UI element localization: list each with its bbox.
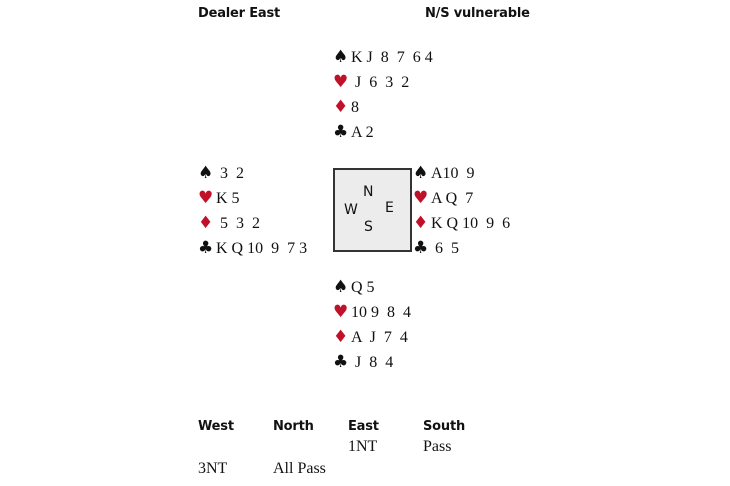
south-hearts-line: ♥10 9 8 4 xyxy=(333,300,411,325)
auction-bid: 1NT xyxy=(348,438,378,455)
north-diamonds-cards: 8 xyxy=(351,99,359,116)
south-diamonds-line: ♦A J 7 4 xyxy=(333,325,411,350)
east-spades-cards: A10 9 xyxy=(431,165,475,182)
compass-north: N xyxy=(363,184,374,200)
compass-west: W xyxy=(344,202,358,218)
west-diamonds-cards: 5 3 2 xyxy=(216,215,260,232)
east-diamonds-cards: K Q 10 9 6 xyxy=(431,215,511,232)
south-clubs-cards: J 8 4 xyxy=(351,354,394,371)
north-clubs-line: ♣A 2 xyxy=(333,120,433,145)
spades-icon: ♠ xyxy=(413,163,429,183)
hearts-icon: ♥ xyxy=(333,302,349,322)
vulnerability-label: N/S vulnerable xyxy=(425,6,530,21)
west-hand: ♠ 3 2♥K 5♦ 5 3 2♣K Q 10 9 7 3 xyxy=(198,161,307,261)
north-hearts-cards: J 6 3 2 xyxy=(351,74,410,91)
west-clubs-cards: K Q 10 9 7 3 xyxy=(216,240,308,257)
east-clubs-cards: 6 5 xyxy=(431,240,459,257)
west-diamonds-line: ♦ 5 3 2 xyxy=(198,211,307,236)
auction-header-south: South xyxy=(423,419,466,434)
diamonds-icon: ♦ xyxy=(413,213,429,233)
hearts-icon: ♥ xyxy=(413,188,429,208)
auction-header-north: North xyxy=(273,419,314,434)
diamonds-icon: ♦ xyxy=(198,213,214,233)
south-spades-line: ♠Q 5 xyxy=(333,275,411,300)
west-clubs-line: ♣K Q 10 9 7 3 xyxy=(198,236,307,261)
south-spades-cards: Q 5 xyxy=(351,279,375,296)
dealer-label: Dealer East xyxy=(198,6,280,21)
west-hearts-line: ♥K 5 xyxy=(198,186,307,211)
west-spades-cards: 3 2 xyxy=(216,165,244,182)
south-hearts-cards: 10 9 8 4 xyxy=(351,304,411,321)
north-hand: ♠K J 8 7 6 4♥ J 6 3 2♦8♣A 2 xyxy=(333,45,433,145)
auction-header-west: West xyxy=(198,419,234,434)
spades-icon: ♠ xyxy=(198,163,214,183)
auction-header-east: East xyxy=(348,419,379,434)
south-hand: ♠Q 5♥10 9 8 4♦A J 7 4♣ J 8 4 xyxy=(333,275,411,375)
diamonds-icon: ♦ xyxy=(333,97,349,117)
compass-south: S xyxy=(364,219,373,235)
east-hand: ♠A10 9♥A Q 7♦K Q 10 9 6♣ 6 5 xyxy=(413,161,510,261)
compass-box: N W E S xyxy=(333,168,412,252)
east-diamonds-line: ♦K Q 10 9 6 xyxy=(413,211,510,236)
south-diamonds-cards: A J 7 4 xyxy=(351,329,408,346)
north-diamonds-line: ♦8 xyxy=(333,95,433,120)
auction-bid: All Pass xyxy=(273,460,326,477)
clubs-icon: ♣ xyxy=(198,238,214,258)
south-clubs-line: ♣ J 8 4 xyxy=(333,350,411,375)
north-spades-cards: K J 8 7 6 4 xyxy=(351,49,433,66)
east-clubs-line: ♣ 6 5 xyxy=(413,236,510,261)
hearts-icon: ♥ xyxy=(333,72,349,92)
east-spades-line: ♠A10 9 xyxy=(413,161,510,186)
diamonds-icon: ♦ xyxy=(333,327,349,347)
auction-bid: Pass xyxy=(423,438,452,455)
north-hearts-line: ♥ J 6 3 2 xyxy=(333,70,433,95)
clubs-icon: ♣ xyxy=(413,238,429,258)
west-spades-line: ♠ 3 2 xyxy=(198,161,307,186)
hearts-icon: ♥ xyxy=(198,188,214,208)
auction-bid: 3NT xyxy=(198,460,228,477)
east-hearts-cards: A Q 7 xyxy=(431,190,474,207)
north-clubs-cards: A 2 xyxy=(351,124,374,141)
spades-icon: ♠ xyxy=(333,47,349,67)
east-hearts-line: ♥A Q 7 xyxy=(413,186,510,211)
spades-icon: ♠ xyxy=(333,277,349,297)
clubs-icon: ♣ xyxy=(333,122,349,142)
compass-east: E xyxy=(385,200,394,216)
west-hearts-cards: K 5 xyxy=(216,190,240,207)
clubs-icon: ♣ xyxy=(333,352,349,372)
north-spades-line: ♠K J 8 7 6 4 xyxy=(333,45,433,70)
